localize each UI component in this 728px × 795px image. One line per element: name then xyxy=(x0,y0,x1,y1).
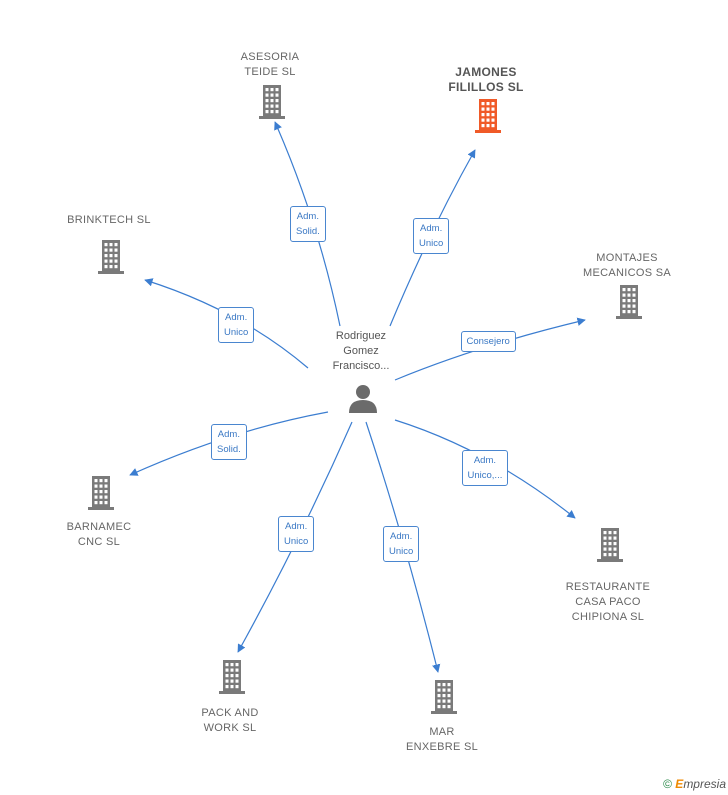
edge-label-montajes[interactable]: Consejero xyxy=(460,330,516,352)
building-icon-mar[interactable] xyxy=(431,680,457,714)
building-icon-asesoria[interactable] xyxy=(259,85,285,119)
building-icon-jamones[interactable] xyxy=(475,99,501,133)
brand-name: mpresia xyxy=(683,777,726,791)
copyright-symbol: © xyxy=(663,777,672,791)
center-person-label[interactable]: Rodriguez Gomez Francisco... xyxy=(332,330,390,372)
building-icon-restaurante[interactable] xyxy=(597,528,623,562)
company-label-restaurante[interactable]: RESTAURANTE CASA PACO CHIPIONA SL xyxy=(565,581,651,623)
company-label-brinktech[interactable]: BRINKTECH SL xyxy=(67,214,151,226)
person-icon[interactable] xyxy=(349,385,377,413)
edge-label-pack[interactable]: Adm. Unico xyxy=(278,516,315,552)
company-label-barnamec[interactable]: BARNAMEC CNC SL xyxy=(66,521,132,548)
building-icon-barnamec[interactable] xyxy=(88,476,114,510)
edge-label-asesoria[interactable]: Adm. Solid. xyxy=(290,206,326,242)
edge-label-mar[interactable]: Adm. Unico xyxy=(383,526,420,562)
company-label-jamones[interactable]: JAMONES FILILLOS SL xyxy=(448,65,524,94)
edge-label-jamones[interactable]: Adm. Unico xyxy=(413,218,450,254)
footer-brand: © Empresia xyxy=(663,777,726,791)
building-icon-montajes[interactable] xyxy=(616,285,642,319)
brand-initial: E xyxy=(675,777,684,791)
edge-label-barnamec[interactable]: Adm. Solid. xyxy=(211,424,247,460)
company-label-pack[interactable]: PACK AND WORK SL xyxy=(201,707,259,734)
building-icon-pack[interactable] xyxy=(219,660,245,694)
company-label-mar[interactable]: MAR ENXEBRE SL xyxy=(405,726,479,753)
building-icon-brinktech[interactable] xyxy=(98,240,124,274)
edge-label-brinktech[interactable]: Adm. Unico xyxy=(218,307,255,343)
company-label-asesoria[interactable]: ASESORIA TEIDE SL xyxy=(240,51,300,78)
edge-label-restaurante[interactable]: Adm. Unico,... xyxy=(461,450,509,486)
company-label-montajes[interactable]: MONTAJES MECANICOS SA xyxy=(583,252,671,279)
